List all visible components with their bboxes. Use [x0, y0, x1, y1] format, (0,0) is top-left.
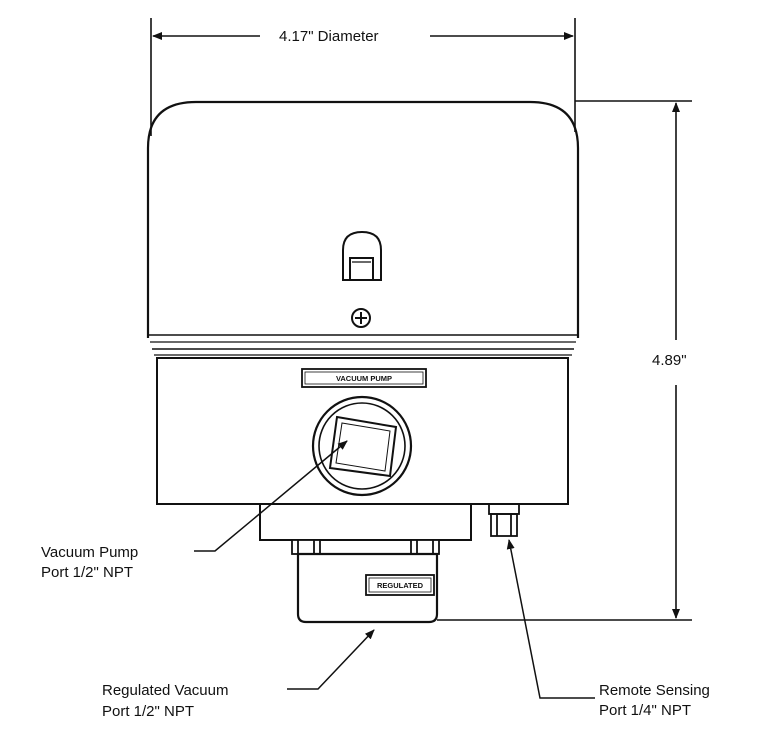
regulated-leader	[287, 629, 375, 690]
mounting-bolt-left-icon	[291, 539, 321, 555]
top-cover	[146, 100, 580, 356]
vacuum-pump-plate-label: VACUUM PUMP	[336, 374, 392, 383]
height-dimension	[437, 100, 692, 621]
vacuum-pump-port-line-1: Vacuum Pump	[41, 544, 138, 561]
regulated-plate-label: REGULATED	[377, 581, 424, 590]
vacuum-pump-plate	[301, 368, 427, 388]
regulated-port-line-1: Regulated Vacuum	[102, 682, 228, 699]
vacuum-pump-port-label: Vacuum Pump Port 1/2" NPT	[41, 544, 142, 581]
height-label: 4.89"	[652, 352, 687, 369]
adjustment-knob-icon	[342, 230, 382, 281]
remote-sensing-fitting-icon	[488, 503, 520, 537]
cover-outline	[146, 100, 580, 338]
remote-sensing-leader	[506, 539, 595, 699]
diameter-label: 4.17" Diameter	[279, 28, 379, 45]
remote-sensing-port-line-1: Remote Sensing	[599, 682, 710, 699]
lower-flange	[259, 503, 472, 541]
regulated-block	[296, 552, 439, 624]
regulated-port-line-2: Port 1/2" NPT	[102, 703, 194, 720]
mounting-bolt-right-icon	[410, 539, 440, 555]
diameter-dimension	[150, 18, 576, 136]
vacuum-pump-port-icon	[311, 395, 413, 497]
screw-icon	[351, 308, 371, 328]
remote-sensing-port-label: Remote Sensing Port 1/4" NPT	[599, 682, 714, 719]
regulated-plate	[365, 574, 435, 596]
remote-sensing-port-line-2: Port 1/4" NPT	[599, 702, 691, 719]
regulated-port-label: Regulated Vacuum Port 1/2" NPT	[102, 682, 233, 720]
vacuum-pump-port-line-2: Port 1/2" NPT	[41, 564, 133, 581]
vacuum-pump-leader	[194, 440, 348, 552]
